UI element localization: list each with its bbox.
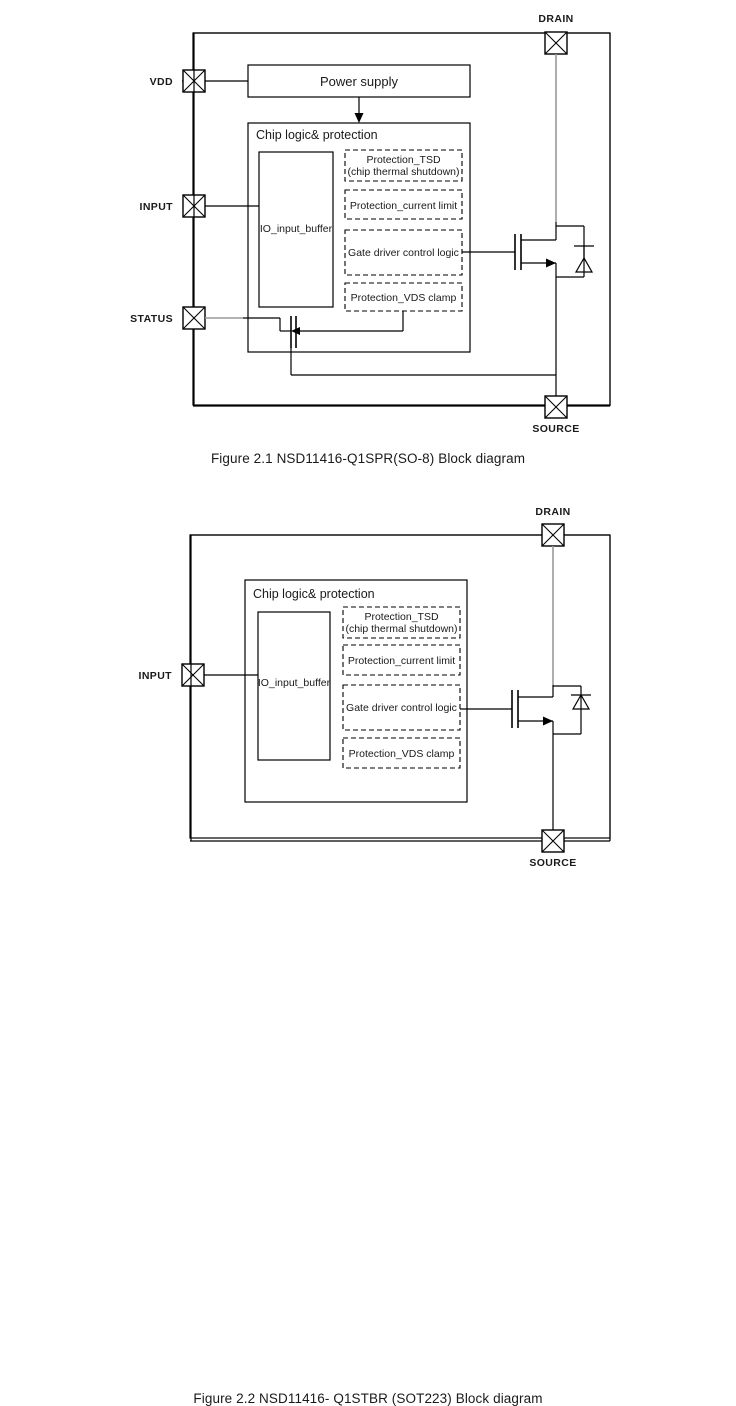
chip-logic-label: Chip logic& protection (253, 587, 375, 601)
gate-driver-label: Gate driver control logic (348, 247, 459, 259)
mosfet-source-arrow (546, 258, 556, 268)
mosfet-source-arrow (543, 716, 553, 726)
pad-drain (544, 31, 568, 55)
pin-label-source: SOURCE (532, 423, 579, 435)
protection-vds-clamp-block (342, 737, 461, 769)
pin-label-vdd: VDD (150, 76, 173, 88)
pin-label-input: INPUT (139, 670, 173, 682)
io-input-buffer-block (258, 151, 334, 308)
chip-logic-label: Chip logic& protection (256, 128, 378, 142)
protection-vds-clamp-block (344, 282, 463, 312)
io-input-buffer-label: IO_input_buffer (260, 223, 333, 235)
power-mosfet (460, 685, 591, 830)
body-diode (574, 256, 594, 273)
figure-1-block-diagram: VDD Power supply Chip logic& protection … (0, 0, 736, 480)
protection-vds-clamp-label: Protection_VDS clamp (349, 748, 455, 760)
io-input-buffer-block (257, 611, 331, 761)
gate-driver-block (342, 684, 461, 731)
power-supply-label: Power supply (320, 74, 399, 89)
pad-source (541, 829, 565, 853)
power-mosfet (462, 222, 594, 375)
status-transistor-arrow (291, 327, 300, 335)
gate-driver-label: Gate driver control logic (346, 702, 457, 714)
pin-label-drain: DRAIN (538, 13, 573, 25)
arrow-power-to-chip (354, 113, 364, 123)
protection-tsd-block (342, 606, 461, 639)
body-diode (571, 693, 591, 710)
pad-drain (541, 523, 565, 547)
protection-tsd-block (344, 149, 463, 182)
protection-vds-clamp-label: Protection_VDS clamp (351, 292, 457, 304)
protection-tsd-label-line1: Protection_TSD (364, 611, 439, 623)
protection-tsd-label-line1: Protection_TSD (366, 154, 441, 166)
figure-1-schematic: VDD Power supply Chip logic& protection … (130, 13, 611, 435)
protection-current-limit-block (344, 189, 463, 220)
figure-2-schematic: Chip logic& protection IO_input_buffer P… (139, 506, 611, 869)
io-input-buffer-label: IO_input_buffer (258, 677, 331, 689)
figure-2-caption: Figure 2.2 NSD11416- Q1STBR (SOT223) Blo… (193, 1391, 543, 1406)
pad-input (181, 663, 205, 687)
protection-current-limit-label: Protection_current limit (348, 655, 455, 667)
status-transistor (290, 316, 324, 375)
figure-2-block-diagram: Chip logic& protection IO_input_buffer P… (0, 490, 736, 1406)
gate-driver-block (344, 229, 463, 276)
pin-label-drain: DRAIN (535, 506, 570, 518)
pad-status (182, 306, 206, 330)
pad-source (544, 395, 568, 419)
pin-label-source: SOURCE (529, 857, 576, 869)
pin-label-status: STATUS (130, 313, 173, 325)
protection-current-limit-block (342, 644, 461, 676)
figure-1-caption: Figure 2.1 NSD11416-Q1SPR(SO-8) Block di… (210, 451, 526, 466)
protection-tsd-label-line2: (chip thermal shutdown) (347, 166, 459, 178)
pin-label-input: INPUT (140, 201, 174, 213)
protection-tsd-label-line2: (chip thermal shutdown) (345, 623, 457, 635)
power-supply-block (247, 64, 471, 98)
protection-current-limit-label: Protection_current limit (350, 200, 457, 212)
